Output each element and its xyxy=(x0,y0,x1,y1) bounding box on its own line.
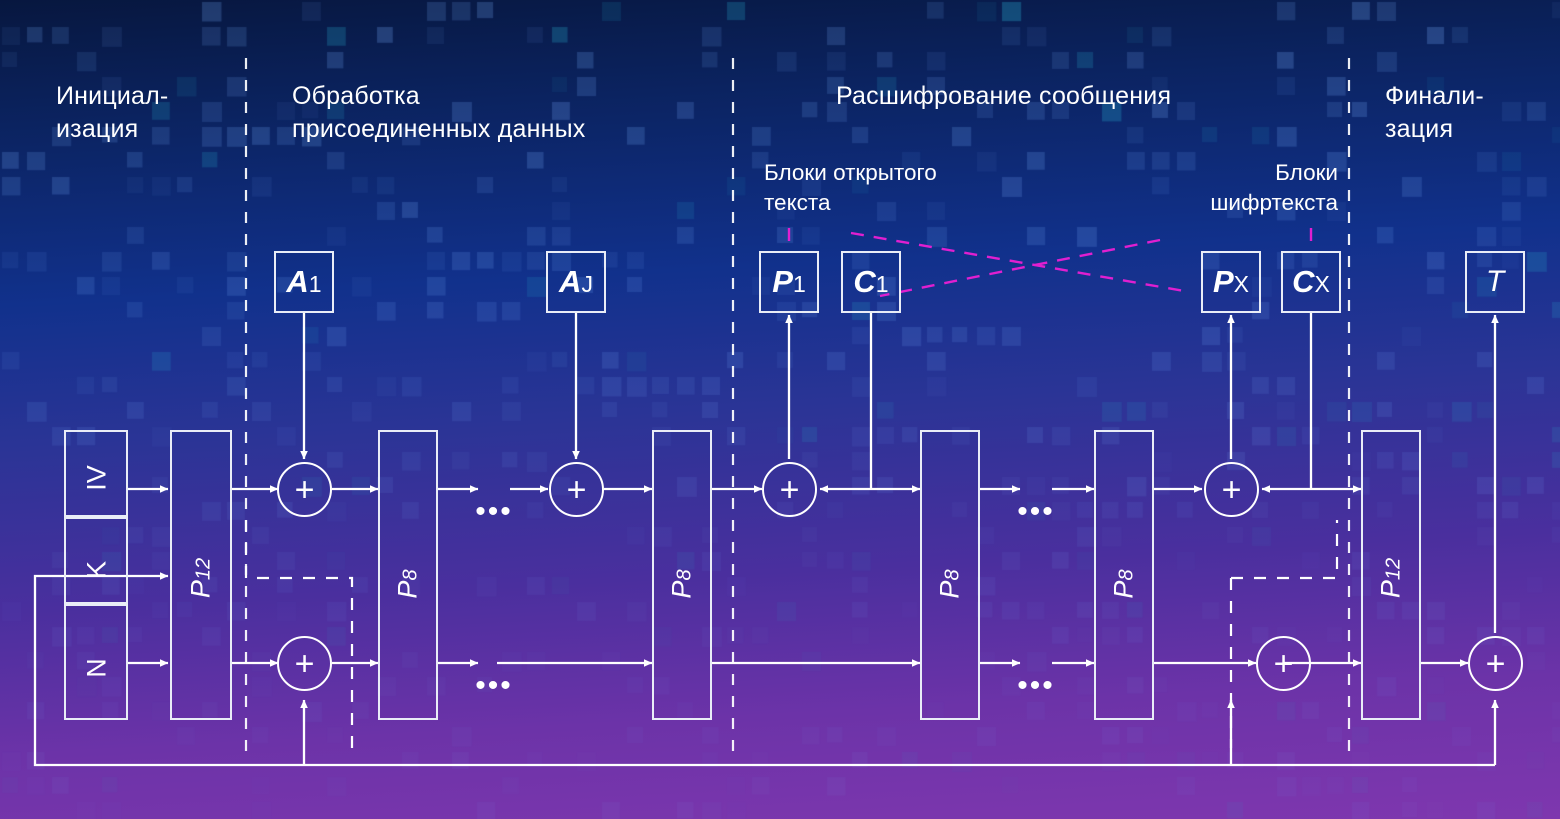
perm-label-ad-2: P8 xyxy=(666,569,697,599)
state-label-k: K xyxy=(81,560,112,580)
state-label-iv: IV xyxy=(81,465,112,491)
input-label-c1: C1 xyxy=(853,264,889,299)
input-box-px[interactable]: PX xyxy=(1201,251,1261,313)
perm-box-final xyxy=(1361,430,1421,720)
phase-header-decrypt: Расшифрование сообщения xyxy=(836,82,1172,110)
input-label-cx: CX xyxy=(1292,264,1330,299)
xor-adj-top: + xyxy=(549,462,604,517)
ellipsis-ad-top: ••• xyxy=(475,495,513,528)
perm-box-ad-1 xyxy=(378,430,438,720)
state-label-n: N xyxy=(81,658,112,678)
perm-box-dec-2 xyxy=(1094,430,1154,720)
perm-box-ad-2 xyxy=(652,430,712,720)
ellipsis-dec-bottom: ••• xyxy=(1017,669,1055,702)
input-box-p1[interactable]: P1 xyxy=(759,251,819,313)
perm-label-dec-2: P8 xyxy=(1108,569,1139,599)
phase-header-finalize: Финали- зация xyxy=(1385,82,1484,143)
xor-decx-top: + xyxy=(1204,462,1259,517)
phase-header-ad: Обработка присоединенных данных xyxy=(292,82,586,143)
input-label-px: PX xyxy=(1212,264,1250,299)
perm-box-init xyxy=(170,430,232,720)
ellipsis-ad-bottom: ••• xyxy=(475,669,513,702)
state-box-n xyxy=(64,604,128,720)
input-label-p1: P1 xyxy=(772,264,806,299)
state-box-k xyxy=(64,517,128,604)
perm-label-dec-1: P8 xyxy=(934,569,965,599)
xor-ad1-top: + xyxy=(277,462,332,517)
perm-label-final: P12 xyxy=(1375,557,1406,599)
perm-label-init: P12 xyxy=(185,557,216,599)
callout-plaintext-blocks: Блоки открытого текста xyxy=(764,160,937,215)
input-box-aj[interactable]: AJ xyxy=(546,251,606,313)
input-box-tag[interactable]: T xyxy=(1465,251,1525,313)
phase-header-init: Инициал- изация xyxy=(56,82,169,143)
input-box-a1[interactable]: A1 xyxy=(274,251,334,313)
xor-final-key: + xyxy=(1256,636,1311,691)
input-label-a1: A1 xyxy=(286,264,322,299)
perm-label-ad-1: P8 xyxy=(392,569,423,599)
xor-tag: + xyxy=(1468,636,1523,691)
xor-dec1-top: + xyxy=(762,462,817,517)
input-label-aj: AJ xyxy=(559,264,593,299)
xor-ad1-bottom: + xyxy=(277,636,332,691)
callout-ciphertext-blocks: Блоки шифртекста xyxy=(1210,160,1338,215)
input-box-c1[interactable]: C1 xyxy=(841,251,901,313)
input-box-cx[interactable]: CX xyxy=(1281,251,1341,313)
state-box-iv xyxy=(64,430,128,517)
ellipsis-dec-top: ••• xyxy=(1017,495,1055,528)
perm-box-dec-1 xyxy=(920,430,980,720)
input-label-tag: T xyxy=(1485,265,1505,298)
